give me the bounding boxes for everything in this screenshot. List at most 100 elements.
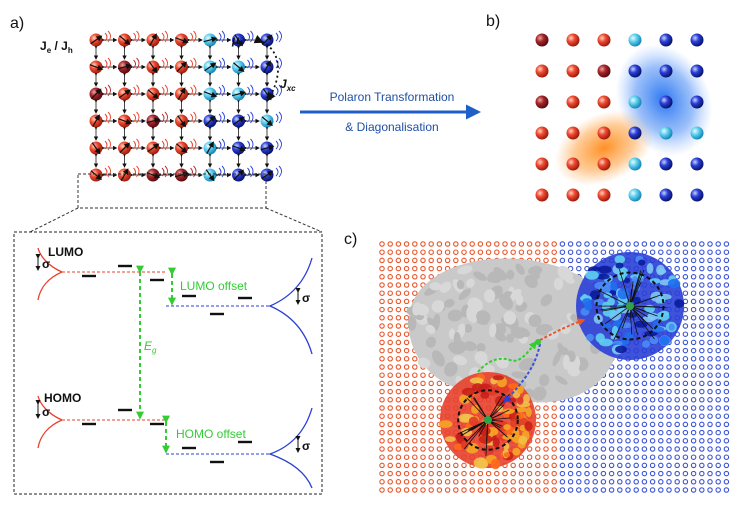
- lattice-a-site: [203, 84, 225, 101]
- panel-a-label: a): [10, 15, 24, 32]
- lattice-b-site: [566, 33, 580, 47]
- je-jh-label: Je / Jh: [40, 39, 73, 55]
- lattice-a-site: [146, 30, 168, 47]
- lattice-b-site: [535, 95, 549, 109]
- lattice-b-site: [566, 188, 580, 202]
- arrow-text-line2: & Diagonalisation: [345, 120, 438, 134]
- blue-transfer-arrow: [502, 343, 541, 404]
- lattice-a-site: [175, 138, 197, 155]
- mu-label: μ: [231, 33, 240, 47]
- homo-offset-label: HOMO offset: [176, 427, 246, 441]
- lattice-a-site: [146, 165, 168, 182]
- lattice-a-site: [146, 57, 168, 74]
- lattice-b-site: [659, 95, 673, 109]
- lattice-a-site: [89, 57, 111, 74]
- lattice-a-site: [118, 165, 140, 182]
- lattice-b-site: [535, 33, 549, 47]
- selection-box: [77, 173, 267, 209]
- orange-transfer-arrow: [539, 318, 586, 341]
- lattice-b-site: [690, 95, 704, 109]
- lattice-a-site: [203, 165, 225, 182]
- lattice-b-site: [659, 188, 673, 202]
- homo-gaussian-acceptor: [268, 407, 313, 489]
- lattice-b-site: [628, 188, 642, 202]
- lattice-a-site: [117, 57, 140, 74]
- zoom-line-right: [265, 207, 323, 233]
- lumo-offset-label: LUMO offset: [180, 279, 248, 293]
- lattice-b-site: [690, 126, 704, 140]
- lattice-a-site: [146, 84, 168, 101]
- panel-c-label: c): [344, 231, 357, 248]
- lattice-b-site: [690, 33, 704, 47]
- lattice-b-site: [535, 157, 549, 171]
- lattice-b-site: [628, 157, 642, 171]
- lattice-a: [89, 30, 282, 182]
- lattice-b-site: [597, 64, 611, 78]
- lattice-b: [535, 33, 704, 202]
- lumo-label: LUMO: [48, 245, 83, 259]
- grey-exciton-cloud: [406, 258, 619, 403]
- lattice-a-site: [89, 30, 111, 47]
- lattice-b-site: [659, 157, 673, 171]
- lattice-a-site: [231, 84, 254, 101]
- lattice-b-site: [597, 33, 611, 47]
- energy-bars: [82, 264, 252, 464]
- lattice-b-site: [690, 157, 704, 171]
- lattice-a-site: [260, 84, 282, 101]
- jxc-label: Jxc: [280, 77, 296, 93]
- lattice-a-site: [175, 111, 197, 128]
- lattice-a-site: [118, 111, 140, 128]
- lattice-b-site: [690, 64, 704, 78]
- panel-b-blobs: [554, 43, 713, 186]
- lattice-b-site: [597, 95, 611, 109]
- lattice-a-site: [146, 111, 168, 128]
- lattice-a-site: [175, 84, 197, 101]
- arrow-text-line1: Polaron Transformation: [330, 90, 455, 104]
- lattice-a-site: [203, 30, 225, 47]
- lattice-b-site: [659, 33, 673, 47]
- lattice-b-site: [628, 95, 642, 109]
- lattice-a-site: [203, 57, 225, 74]
- lattice-b-site: [690, 188, 704, 202]
- lattice-b-site: [535, 64, 549, 78]
- sigma-homo-acc-label: σ: [302, 439, 310, 453]
- sigma-homo-label: σ: [42, 405, 50, 419]
- lattice-a-site: [118, 30, 140, 47]
- panel-b-label: b): [486, 13, 500, 30]
- lattice-a-site: [175, 57, 197, 74]
- lattice-b-site: [628, 64, 642, 78]
- sigma-lumo-acc-label: σ: [302, 291, 310, 305]
- lattice-a-site: [260, 165, 282, 182]
- lattice-b-site: [659, 64, 673, 78]
- lattice-a-site: [89, 111, 111, 128]
- lattice-a-site: [89, 138, 111, 155]
- panel-c: [379, 241, 730, 493]
- lattice-a-site: [203, 111, 225, 128]
- lattice-b-site: [566, 64, 580, 78]
- electron-polaron-c: [438, 372, 536, 470]
- lattice-a-site: [175, 30, 197, 47]
- lattice-b-site: [628, 33, 642, 47]
- lattice-b-site: [566, 95, 580, 109]
- lattice-b-site: [597, 126, 611, 140]
- lattice-b-site: [628, 126, 642, 140]
- hole-polaron-c: [576, 252, 685, 360]
- green-transfer-arrow: [477, 340, 537, 373]
- lattice-a-site: [118, 138, 140, 155]
- transfer-node: [535, 339, 541, 345]
- lattice-a-site: [232, 138, 254, 155]
- lattice-a-site: [203, 138, 225, 155]
- zoom-line-left: [29, 207, 79, 233]
- sigma-lumo-label: σ: [42, 257, 50, 271]
- lattice-a-site: [89, 165, 111, 182]
- lattice-a-site: [232, 165, 254, 182]
- lattice-a-site: [118, 84, 140, 101]
- lattice-a-site: [89, 84, 111, 101]
- lumo-gaussian-acceptor: [268, 257, 313, 355]
- lattice-a-site: [260, 30, 282, 47]
- lattice-a-site: [174, 165, 197, 182]
- lattice-a-site: [260, 138, 282, 155]
- lattice-b-site: [659, 126, 673, 140]
- lattice-a-site: [232, 57, 254, 74]
